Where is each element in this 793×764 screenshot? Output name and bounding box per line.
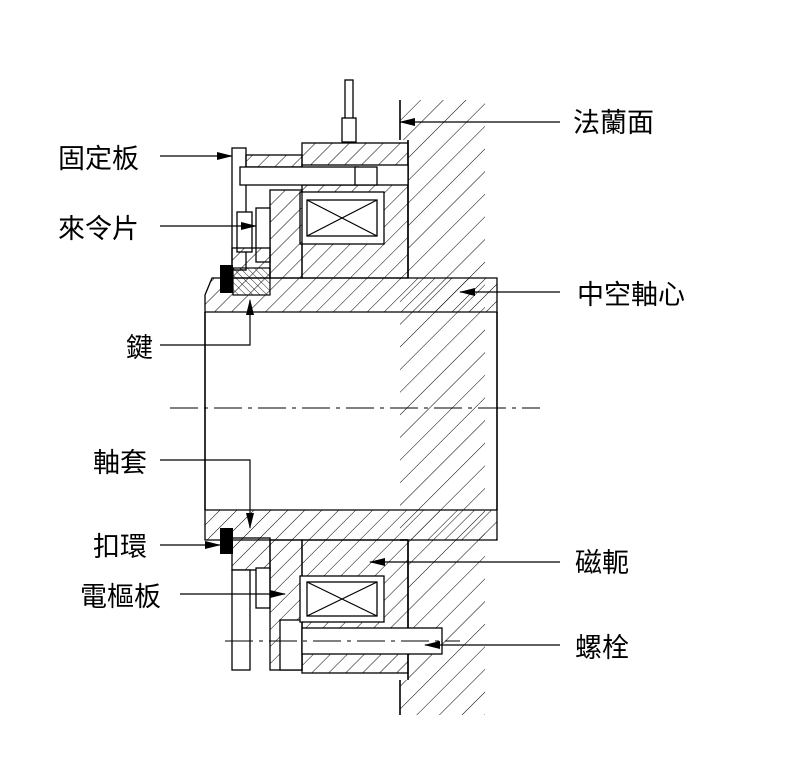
label-hollow-shaft: 中空軸心 <box>577 280 685 311</box>
label-bolt: 螺栓 <box>575 633 629 664</box>
label-flange-face: 法蘭面 <box>573 108 654 139</box>
lower-armature <box>231 539 303 671</box>
label-armature-plate: 電樞板 <box>80 582 161 613</box>
upper-yoke <box>299 142 409 279</box>
lower-sleeve <box>220 528 271 571</box>
label-retaining-ring: 扣環 <box>93 532 147 563</box>
lower-yoke <box>225 539 460 674</box>
label-spring-plate: 來令片 <box>58 214 139 245</box>
label-fixed-plate: 固定板 <box>58 144 139 175</box>
label-yoke: 磁軛 <box>575 548 629 579</box>
leader-lines <box>160 118 560 649</box>
lead-wire <box>341 79 357 143</box>
label-key: 鍵 <box>126 333 153 364</box>
label-shaft-sleeve: 軸套 <box>93 448 147 479</box>
hollow-shaft <box>170 277 540 541</box>
